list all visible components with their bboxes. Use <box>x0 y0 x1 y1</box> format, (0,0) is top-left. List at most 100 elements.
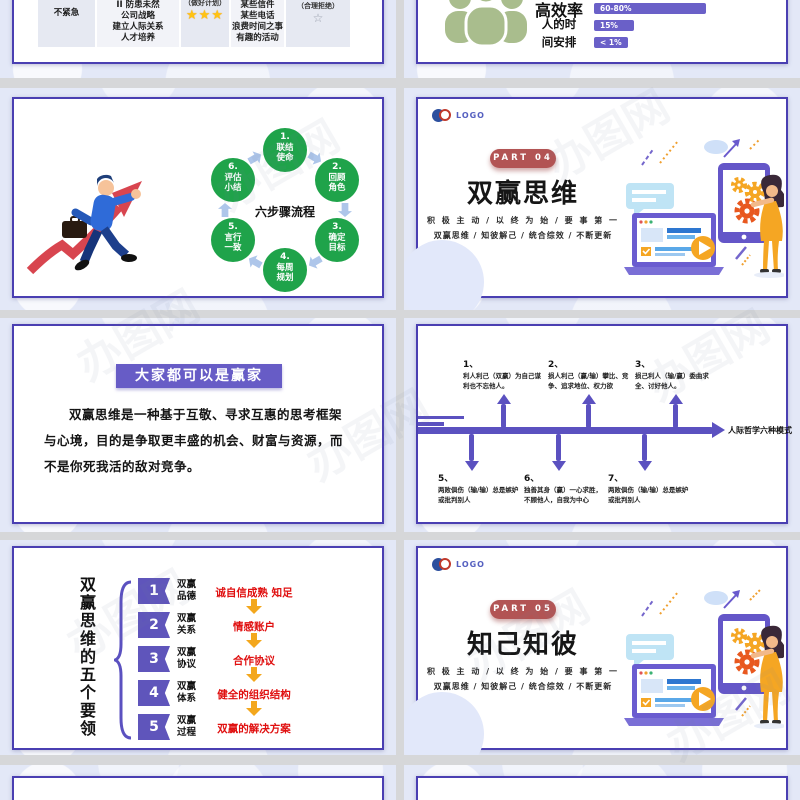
slide-everyone-can-win: 大家都可以是赢家 双赢思维是一种基于互敬、寻求互惠的思考框架与心境，目的是争取更… <box>12 324 384 524</box>
slide-time-quadrant-table: 不紧急 II 防患未然 公司战略 建立人际关系 人才培养 （做好计划） ★★★ … <box>12 0 384 64</box>
brace-icon <box>114 580 132 740</box>
mode-item-5: 5、 两败俱伤（输/输）总是嫉妒或批判别人 <box>438 474 519 504</box>
slide-cell: 六步骤流程 1.联结使命 2.回顾角色 3.确定目标 4.每周规划 5.言行一致… <box>0 88 396 310</box>
slide-part05-know-self: LOGO PART 05 知己知彼 积 极 主 动 / 以 终 为 始 / 要 … <box>404 546 788 755</box>
time-bar: 15% <box>594 20 634 31</box>
branch-down <box>469 434 474 461</box>
slide-cell <box>404 765 800 800</box>
slide-subtitle: 积 极 主 动 / 以 终 为 始 / 要 事 第 一 <box>426 216 620 225</box>
slide-six-philosophy-modes: 人际哲学六种模式 1、 利人利己（双赢）为自己谋利也不忘他人。 2、 损人利己（… <box>416 324 792 524</box>
slide-title: 双赢思维 <box>466 179 579 209</box>
quadrant2-line: 建立人际关系 <box>112 22 164 32</box>
quadrant2-line: 防患未然 <box>125 0 160 10</box>
table-cell-quadrant4: IV 繁琐的事项 某些信件 某些电话 浪费时间之事 有趣的活动 <box>231 0 284 47</box>
laptop-tablet-illustration <box>624 138 784 278</box>
body-paragraph: 双赢思维是一种基于互敬、寻求互惠的思考框架与心境，目的是争取更丰盛的机会、财富与… <box>44 407 344 474</box>
down-arrow-icon <box>246 633 262 648</box>
essential-text-5: 双赢的解决方案 <box>217 723 291 735</box>
branch-up-head-icon <box>582 394 596 404</box>
slide-cell: 高效率 人的时 间安排 60-80% 15% < 1% <box>404 0 800 78</box>
part-badge: PART 05 <box>490 600 556 619</box>
table-cell-quadrant2: II 防患未然 公司战略 建立人际关系 人才培养 <box>97 0 179 47</box>
quadrant2-numeral: II <box>116 0 123 10</box>
mode-item-2: 2、 损人利己（赢/输）攀比、竞争、追求地位、权力欲 <box>548 360 629 390</box>
slide-partial <box>12 776 384 800</box>
slide-cell: 双赢思维的五个要领 1 2 3 4 5 双赢品德 双赢关系 双赢协议 双赢体系 … <box>0 540 396 755</box>
flag-number-5: 5 <box>138 714 170 740</box>
flag-label: 双赢关系 <box>177 613 197 636</box>
branch-down-head-icon <box>465 461 479 471</box>
step-circle-2: 2.回顾角色 <box>315 158 359 202</box>
branch-down-head-icon <box>552 461 566 471</box>
cycle-arrow-icon <box>338 203 352 217</box>
slide-subtitle: 双赢思维 / 知彼解己 / 统合综效 / 不断更新 <box>433 682 613 691</box>
main-arrow-shaft <box>418 427 714 434</box>
cycle-arrow-icon <box>218 203 232 217</box>
slide-subtitle: 积 极 主 动 / 以 终 为 始 / 要 事 第 一 <box>426 667 620 676</box>
quadrant4-line: 某些信件 <box>240 0 275 10</box>
cycle-center-label: 六步骤流程 <box>254 205 315 219</box>
slide-efficient-time: 高效率 人的时 间安排 60-80% 15% < 1% <box>416 0 788 64</box>
table-cell-row-label: 不紧急 <box>38 0 95 47</box>
slide-title: 知己知彼 <box>466 630 579 660</box>
flag-number-1: 1 <box>138 578 170 604</box>
logo-text: LOGO <box>456 560 485 569</box>
vertical-title: 双赢思维的五个要领 <box>77 576 96 738</box>
mode-item-1: 1、 利人利己（双赢）为自己谋利也不忘他人。 <box>463 360 541 390</box>
flag-label: 双赢过程 <box>177 715 197 738</box>
down-arrow-icon <box>246 599 262 614</box>
flag-label: 双赢体系 <box>177 681 197 704</box>
essential-text-1: 诚自信成熟 知足 <box>215 587 293 599</box>
step-circle-5: 5.言行一致 <box>211 218 255 262</box>
row-label: 不紧急 <box>53 8 80 18</box>
essential-text-2: 情感账户 <box>233 621 275 633</box>
logo-text: LOGO <box>456 111 485 120</box>
efficiency-title: 高效率 <box>534 1 583 20</box>
down-arrow-icon <box>246 667 262 682</box>
quadrant-table: 不紧急 II 防患未然 公司战略 建立人际关系 人才培养 （做好计划） ★★★ … <box>38 0 350 47</box>
quadrant2-note: （做好计划） <box>184 0 226 7</box>
branch-up <box>501 404 506 428</box>
slide-cell: 大家都可以是赢家 双赢思维是一种基于互敬、寻求互惠的思考框架与心境，目的是争取更… <box>0 318 396 532</box>
slide-cell: 不紧急 II 防患未然 公司战略 建立人际关系 人才培养 （做好计划） ★★★ … <box>0 0 396 78</box>
slide-subtitle: 双赢思维 / 知彼解己 / 统合综效 / 不断更新 <box>433 231 613 240</box>
slide-cell <box>0 765 396 800</box>
decor-blob <box>404 240 484 310</box>
step-circle-1: 1.联结使命 <box>263 128 307 172</box>
quadrant4-note: （合理拒绝） <box>297 2 339 10</box>
mode-item-7: 7、 两败俱伤（输/输）总是嫉妒或批判别人 <box>608 474 689 504</box>
flow-line <box>418 422 444 426</box>
quadrant4-line: 某些电话 <box>240 11 275 21</box>
mode-item-3: 3、 损己利人（输/赢）委曲求全、讨好他人。 <box>635 360 709 390</box>
step-circle-4: 4.每周规划 <box>263 248 307 292</box>
essential-text-3: 合作协议 <box>233 655 275 667</box>
businessman-arrow-illustration <box>26 174 142 275</box>
step-circle-6: 6.评估小结 <box>211 158 255 202</box>
slide-cell: LOGO PART 05 知己知彼 积 极 主 动 / 以 终 为 始 / 要 … <box>404 540 800 755</box>
branch-up <box>586 404 591 428</box>
time-bar: < 1% <box>594 37 628 48</box>
down-arrow-icon <box>246 701 262 716</box>
table-cell-quadrant4-rating: （合理拒绝） ☆ <box>286 0 350 47</box>
branch-down-head-icon <box>638 461 652 471</box>
flag-number-4: 4 <box>138 680 170 706</box>
flow-line <box>418 416 464 419</box>
time-bar: 60-80% <box>594 3 706 14</box>
logo-icon <box>439 558 451 570</box>
decor-blob <box>404 692 484 755</box>
logo-icon <box>439 109 451 121</box>
outline-star-icon: ☆ <box>312 11 324 25</box>
slide-partial <box>416 776 788 800</box>
step-circle-3: 3.确定目标 <box>315 218 359 262</box>
branch-up <box>673 404 678 428</box>
part-badge: PART 04 <box>490 149 556 168</box>
quadrant2-line: 公司战略 <box>120 11 155 21</box>
slide-part04-win-win: LOGO PART 04 双赢思维 积 极 主 动 / 以 终 为 始 / 要 … <box>404 97 788 310</box>
axis-label: 人际哲学六种模式 <box>728 426 792 435</box>
laptop-tablet-illustration <box>624 589 784 729</box>
flag-label: 双赢协议 <box>177 647 197 670</box>
slide-cell: 人际哲学六种模式 1、 利人利己（双赢）为自己谋利也不忘他人。 2、 损人利己（… <box>404 318 800 532</box>
main-arrow-head-icon <box>712 422 725 438</box>
three-stars-icon: ★★★ <box>186 8 224 23</box>
